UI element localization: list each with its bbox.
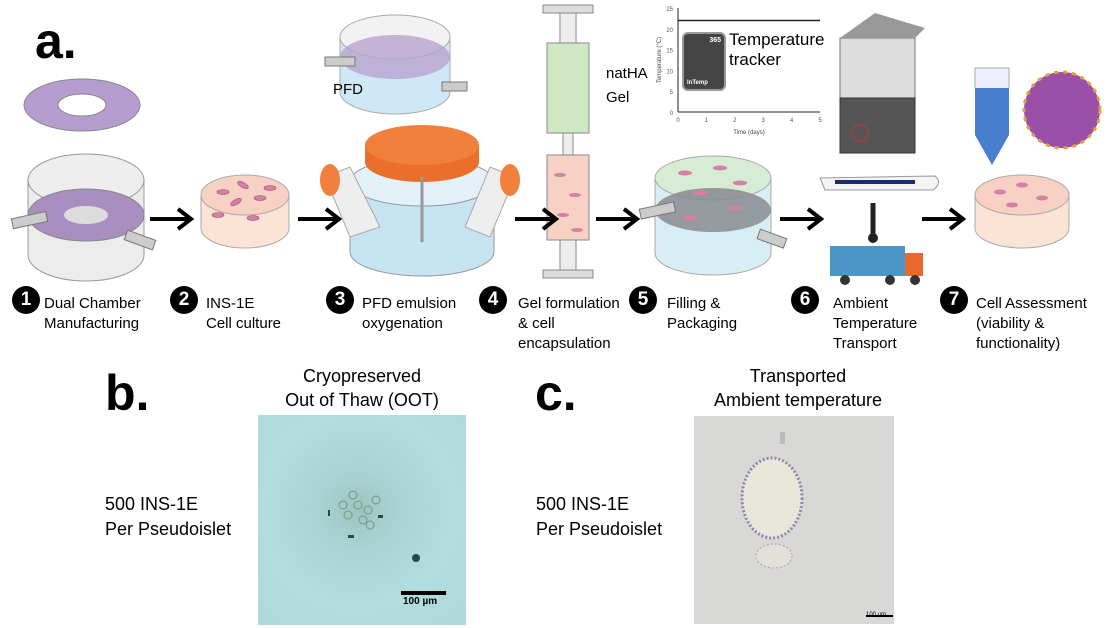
x-tick-label: 3 [762,118,766,124]
step-2-line: Cell culture [206,315,282,332]
step-label-4: Gel formulation & cell encapsulation [518,294,620,354]
step-4-line: & cell [518,315,555,332]
tracker-line-2: tracker [729,50,781,69]
step-5-line: Packaging [667,315,738,332]
panel-c-side-line: 500 INS-1E [536,494,630,514]
step-label-5: Filling & Packaging [667,294,737,334]
step-label-3: PFD emulsion oxygenation [362,294,456,334]
y-tick-label: 20 [666,28,673,34]
scale-bar-label: 100 µm [403,596,438,607]
cell-cluster-oot [328,490,420,562]
tracker-line-1: Temperature [729,30,825,49]
step-4-line: encapsulation [518,335,611,352]
step-number-4: 4 [479,286,507,314]
arrow-6-7 [922,207,967,231]
scale-bar-label: 100 µm [866,612,887,618]
step-4-line: Gel formulation [518,295,620,312]
panel-b-title-line: Cryopreserved [302,366,422,386]
pfd-vessel-illustration [320,14,520,277]
temperature-logger-icon: 365 InTemp [682,32,726,91]
step-7-line: (viability & [976,315,1045,332]
panel-c-side-line: Per Pseudoislet [536,519,663,539]
x-axis-label: Time (days) [733,130,764,136]
gel-label-line: Gel [606,89,630,106]
arrow-4-5 [596,207,641,231]
y-tick-label: 15 [666,49,673,55]
step-2-line: INS-1E [206,295,255,312]
logger-model: 365 [709,37,721,44]
arrow-5-6 [780,207,825,231]
x-tick-label: 1 [705,118,709,124]
y-axis-label: Temperature (°C) [657,37,663,83]
step-7-line: functionality) [976,335,1061,352]
panel-c-side-label: 500 INS-1E Per Pseudoislet [536,492,662,542]
micrograph-transported: 100 µm [694,416,894,624]
step-1-line: Dual Chamber [44,295,141,312]
step-1-line: Manufacturing [44,315,140,332]
panel-c-title-line: Ambient temperature [713,390,883,410]
x-tick-label: 5 [818,118,822,124]
step-number-2: 2 [170,286,198,314]
step-6-line: Transport [833,335,897,352]
y-tick-label: 5 [670,90,674,96]
step-number-7: 7 [940,286,968,314]
arrow-2-3 [298,207,343,231]
arrow-1-2 [150,207,195,231]
step-number-5: 5 [629,286,657,314]
panel-b-title-line: Out of Thaw (OOT) [285,390,439,410]
pfd-label: PFD [333,81,363,98]
y-tick-label: 0 [670,111,674,117]
step-3-line: PFD emulsion [362,295,457,312]
cell-culture-dish-illustration [200,174,290,249]
x-tick-label: 2 [733,118,737,124]
transport-illustration [819,13,939,285]
step-number-6: 6 [791,286,819,314]
step-label-2: INS-1E Cell culture [206,294,281,334]
syringe-illustration [542,4,594,279]
scale-bar [401,591,446,595]
natha-label-line: natHA [606,65,648,82]
x-tick-label: 0 [676,118,680,124]
step-3-line: oxygenation [362,315,443,332]
x-tick-label: 4 [790,118,794,124]
step-label-7: Cell Assessment (viability & functionality… [976,294,1087,354]
y-tick-label: 10 [666,69,673,75]
cell-cluster-transported [740,432,804,569]
panel-c-title-line: Transported [749,366,847,386]
step-5-line: Filling & [667,295,721,312]
logger-brand: InTemp [687,80,708,86]
panel-b-side-line: Per Pseudoislet [105,519,232,539]
natha-gel-label: natHA Gel [606,62,648,110]
temperature-tracker-label: Temperature tracker [729,30,824,70]
step-number-3: 3 [326,286,354,314]
panel-b-side-label: 500 INS-1E Per Pseudoislet [105,492,231,542]
scale-bar [866,615,893,617]
step-6-line: Temperature [833,315,918,332]
y-tick-label: 25 [666,7,673,13]
micrograph-oot: 100 µm [258,415,466,625]
panel-b-side-line: 500 INS-1E [105,494,199,514]
step-7-line: Cell Assessment [976,295,1087,312]
dual-chamber-illustration [10,78,157,282]
step-6-line: Ambient [833,295,889,312]
filled-device-illustration [638,155,788,276]
panel-label-c: c. [535,365,577,421]
step-number-1: 1 [12,286,40,314]
cell-assessment-illustration [974,67,1102,249]
panel-label-a: a. [35,13,77,69]
arrow-3-4 [515,207,560,231]
panel-label-b: b. [105,365,150,421]
